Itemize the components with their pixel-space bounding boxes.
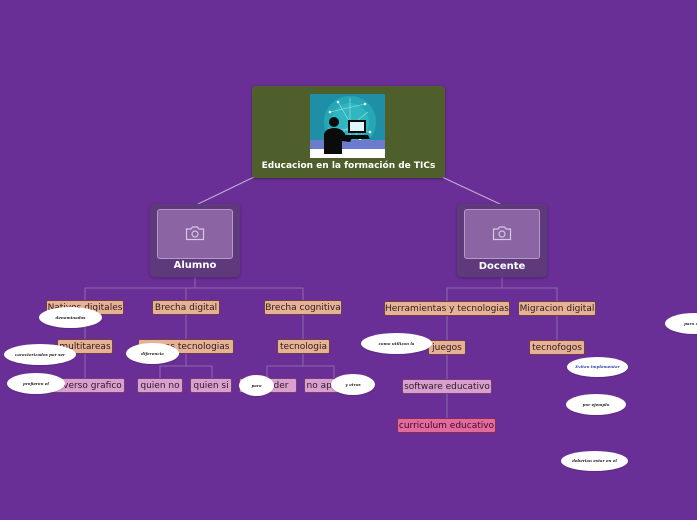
node-migracion-digital[interactable]: Migracion digital <box>518 301 596 316</box>
node-quien-si[interactable]: quien si <box>190 378 232 393</box>
callout-caracterizados[interactable]: caracterizados por ser <box>4 344 76 365</box>
node-curriculum-educativo[interactable]: curriculum educativo <box>397 418 496 433</box>
topic-alumno-label: Alumno <box>173 260 217 271</box>
callout-denominados[interactable]: denominados <box>39 307 102 328</box>
node-brecha-digital[interactable]: Brecha digital <box>152 300 220 315</box>
root-title: Educacion en la formación de TICs <box>261 161 436 171</box>
callout-para[interactable]: para <box>239 375 274 396</box>
topic-alumno[interactable]: Alumno <box>150 204 240 277</box>
callout-por-ejemplo[interactable]: por ejemplo <box>566 394 626 415</box>
topic-docente[interactable]: Docente <box>457 204 547 277</box>
node-software-educativo[interactable]: software educativo <box>402 379 492 394</box>
callout-diferencia[interactable]: diferencia <box>126 343 179 364</box>
callout-evitan-implementar[interactable]: Evitan implementar <box>567 357 628 377</box>
node-universo-grafico[interactable]: universo grafico <box>46 378 125 393</box>
node-juegos[interactable]: juegos <box>428 340 466 355</box>
node-brecha-cognitiva[interactable]: Brecha cognitiva <box>264 300 342 315</box>
camera-icon <box>492 226 512 241</box>
callout-para-que[interactable]: para que <box>665 313 697 334</box>
root-image <box>310 94 385 158</box>
callout-deberian-estar[interactable]: deberian estar en el <box>561 451 628 471</box>
callout-prefieren[interactable]: prefieren el <box>7 373 65 394</box>
topic-docente-label: Docente <box>478 261 526 272</box>
callout-como-utilizan[interactable]: como utilizan la <box>361 333 432 354</box>
image-placeholder[interactable] <box>464 209 540 259</box>
person-at-computer-icon <box>310 94 385 158</box>
root-node[interactable]: Educacion en la formación de TICs <box>252 86 445 178</box>
node-tecnofogos[interactable]: tecnofogos <box>529 340 585 355</box>
callout-y-otros[interactable]: y otros <box>331 374 375 395</box>
image-placeholder[interactable] <box>157 209 233 259</box>
node-tecnologia[interactable]: tecnologia <box>277 339 330 354</box>
node-herramientas-tecnologias[interactable]: Herramientas y tecnologias <box>384 301 510 316</box>
node-quien-no[interactable]: quien no <box>137 378 183 393</box>
camera-icon <box>185 226 205 241</box>
